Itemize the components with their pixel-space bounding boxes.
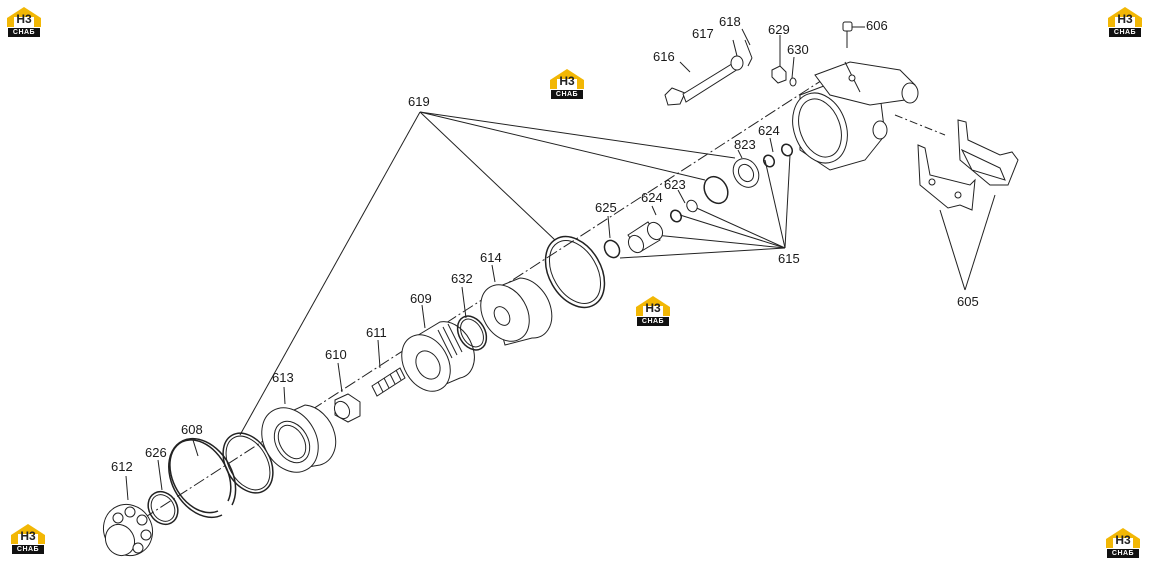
watermark-logo: H3 СНАБ: [5, 6, 43, 40]
part-616-bolt: [664, 61, 739, 106]
part-624-ring-c: [780, 143, 794, 157]
label-624-b: 624: [641, 190, 663, 205]
part-619-ring-b: [544, 235, 606, 309]
label-611: 611: [366, 325, 387, 340]
part-625-ring: [603, 239, 621, 259]
leader-lines-619: [239, 111, 736, 436]
label-823: 823: [734, 137, 756, 152]
part-624-bushing: [627, 221, 664, 254]
label-629: 629: [768, 22, 790, 37]
label-612: 612: [111, 459, 133, 474]
assembly-axis: [109, 74, 831, 541]
part-613-threaded-cap: [261, 404, 337, 473]
label-606: 606: [866, 18, 888, 33]
watermark-logo: H3 СНАБ: [9, 523, 47, 557]
part-632-ring: [456, 315, 488, 351]
label-605: 605: [957, 294, 979, 309]
leader-lines-605: [939, 194, 996, 291]
watermark-logo: H3 СНАБ: [1106, 6, 1144, 40]
part-609-piston: [401, 321, 475, 392]
label-610: 610: [325, 347, 347, 362]
part-606-bleeder: [842, 21, 853, 48]
label-623: 623: [664, 177, 686, 192]
part-624-ring-b: [762, 154, 776, 168]
part-618-pin: [744, 39, 753, 67]
label-614: 614: [480, 250, 502, 265]
label-617: 617: [692, 26, 714, 41]
label-615: 615: [778, 251, 800, 266]
part-617-nut: [730, 55, 744, 71]
part-624-ring: [669, 209, 683, 223]
part-626-ring: [147, 490, 179, 526]
part-629-fitting: [771, 65, 787, 84]
watermark-logo: H3 СНАБ: [548, 68, 586, 102]
leader-lines-615: [619, 154, 791, 259]
label-613: 613: [272, 370, 294, 385]
part-623-ring: [686, 199, 698, 213]
watermark-logo: H3 СНАБ: [1104, 527, 1142, 561]
label-609: 609: [410, 291, 432, 306]
part-630-washer: [789, 77, 797, 87]
label-625: 625: [595, 200, 617, 215]
part-612-cap: [102, 503, 154, 557]
part-caliper-housing: [792, 61, 919, 171]
part-611-threaded-stud: [371, 367, 406, 397]
label-632: 632: [451, 271, 473, 286]
assembly-axis-right: [894, 114, 946, 136]
label-630: 630: [787, 42, 809, 57]
label-616: 616: [653, 49, 675, 64]
label-608: 608: [181, 422, 203, 437]
part-605-brake-pads: [917, 119, 1019, 211]
label-626: 626: [145, 445, 167, 460]
label-619: 619: [408, 94, 430, 109]
label-624: 624: [758, 123, 780, 138]
watermark-logo: H3 СНАБ: [634, 295, 672, 329]
label-618: 618: [719, 14, 741, 29]
part-614-sleeve: [480, 277, 553, 346]
part-823-seal: [732, 158, 760, 188]
part-619-ring-c: [703, 175, 729, 205]
part-608-snap-ring: [168, 437, 237, 519]
part-610-nut: [333, 393, 361, 423]
